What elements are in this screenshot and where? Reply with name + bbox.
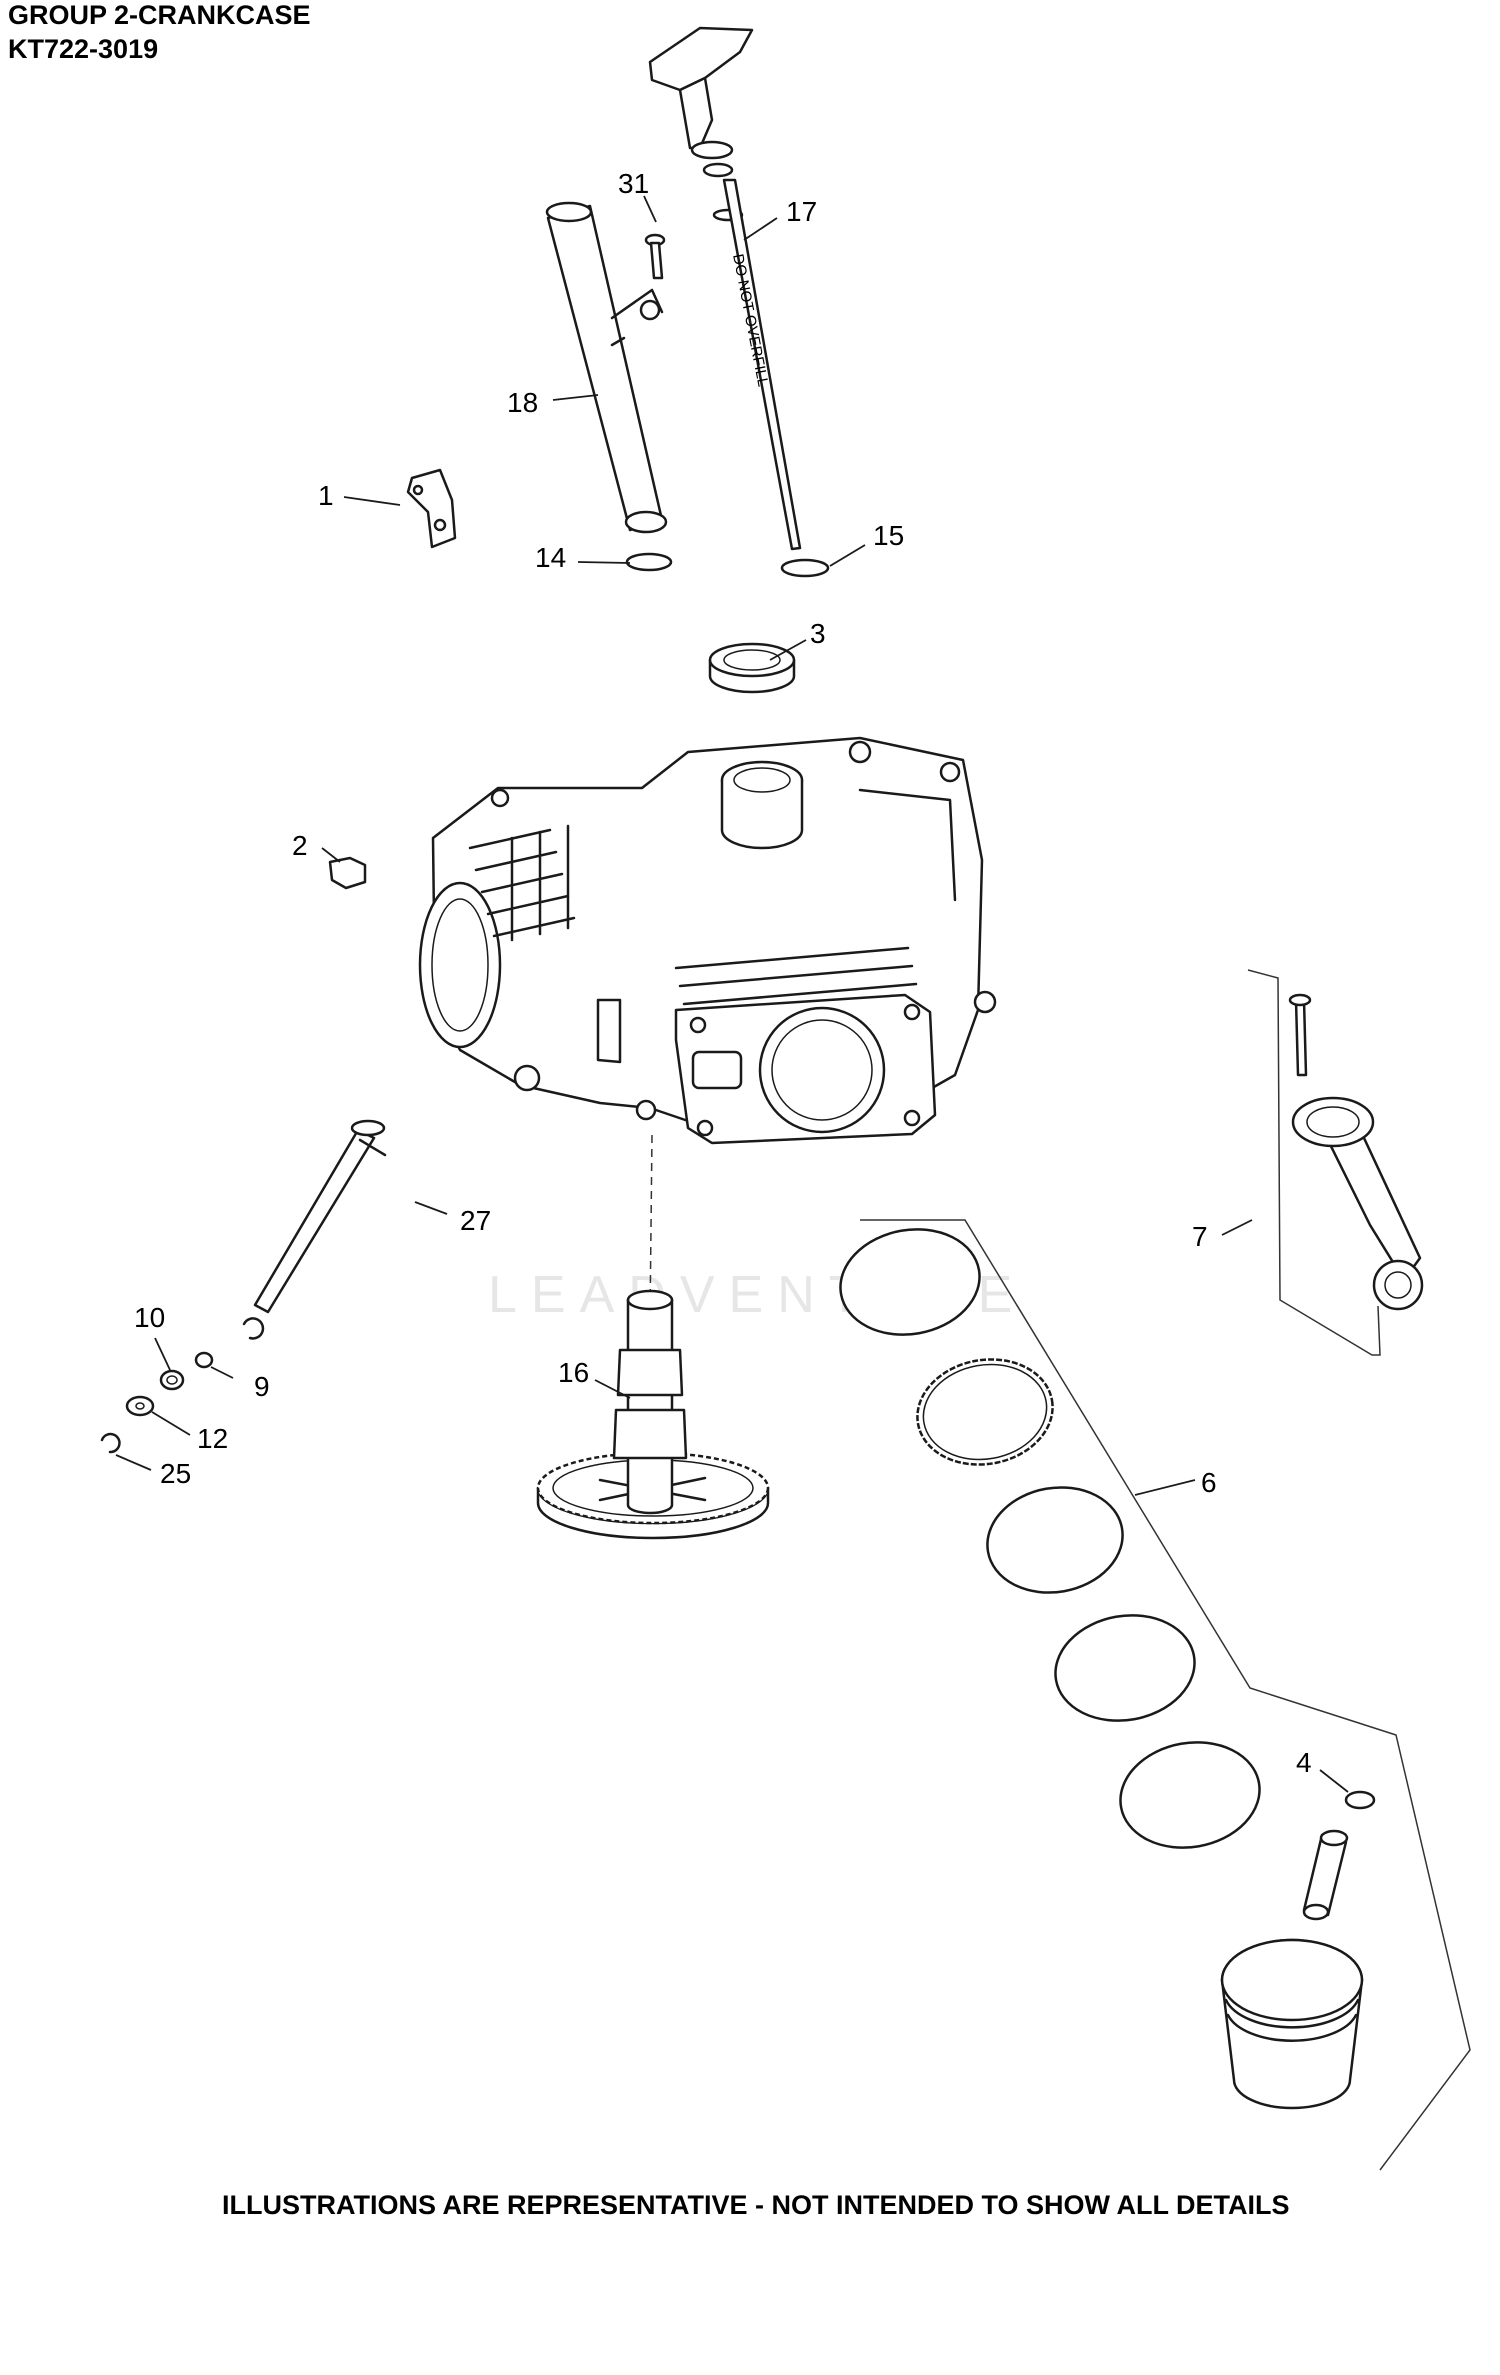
part-12-washer[interactable] [125,1395,155,1417]
piston-pin[interactable] [1302,1829,1349,1921]
callout-leaders [115,195,1349,1793]
callout-14: 14 [535,542,566,573]
callout-7: 7 [1192,1221,1208,1252]
callout-15: 15 [873,520,904,551]
part-7-connecting-rod[interactable] [1288,993,1424,1311]
callout-10: 10 [134,1302,165,1333]
callout-18: 18 [507,387,538,418]
callout-12: 12 [197,1423,228,1454]
part-27-governor-shaft[interactable] [242,1119,387,1340]
callout-3: 3 [810,618,826,649]
callout-2: 2 [292,830,308,861]
page-title: GROUP 2-CRANKCASE [8,0,311,30]
part-15-o-ring[interactable] [780,558,830,578]
callout-27: 27 [460,1205,491,1236]
callout-1: 1 [318,480,334,511]
part-14-o-ring[interactable] [625,552,673,572]
part-3-oil-seal[interactable] [708,642,796,694]
part-18-oil-fill-tube[interactable] [545,201,668,534]
dipstick-warning-text: DO NOT OVERFILL [729,253,771,389]
part-31-screw[interactable] [644,233,666,280]
part-10-bushing[interactable] [159,1369,185,1391]
callout-6: 6 [1201,1467,1217,1498]
callout-9: 9 [254,1371,270,1402]
part-2-dowel[interactable] [328,856,367,890]
part-6-piston-rings[interactable] [832,1219,1268,1859]
callout-31: 31 [618,168,649,199]
callout-4: 4 [1296,1747,1312,1778]
disclaimer-footer: ILLUSTRATIONS ARE REPRESENTATIVE - NOT I… [222,2190,1290,2220]
part-17-dipstick[interactable]: DO NOT OVERFILL [648,26,802,551]
callout-25: 25 [160,1458,191,1489]
crankcase-body [418,736,997,1145]
assembly-centerline [649,1134,653,1321]
model-number: KT722-3019 [8,34,159,64]
callout-16: 16 [558,1357,589,1388]
part-16-camshaft[interactable] [536,1289,770,1540]
part-1-bracket[interactable] [406,468,457,549]
callout-17: 17 [786,196,817,227]
part-7-kit-bracket [1247,969,1381,1356]
part-25-retaining-ring[interactable] [100,1432,121,1454]
part-4-retaining-clip[interactable] [1344,1790,1376,1810]
part-9-o-ring[interactable] [194,1351,214,1369]
piston[interactable] [1220,1938,1364,2110]
part-6-kit-bracket [860,1219,1471,2171]
